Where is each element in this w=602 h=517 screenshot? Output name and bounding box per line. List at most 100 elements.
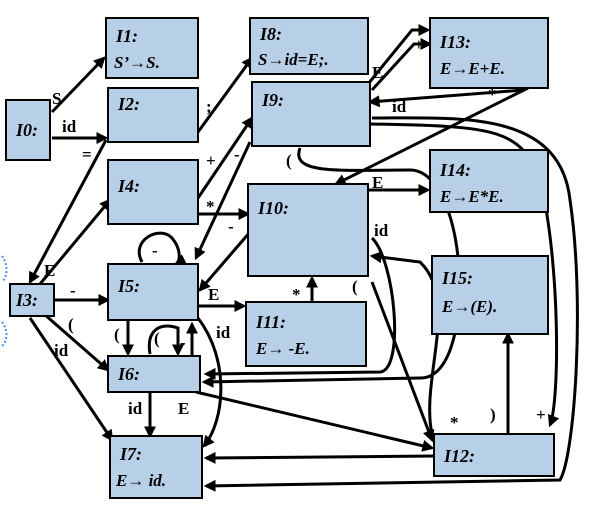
state-label: I2: — [117, 94, 140, 114]
edge-i13-i10 — [333, 86, 529, 186]
state-box — [429, 149, 549, 213]
label-i0-i1: S — [52, 89, 61, 108]
label-i2-i8: ; — [206, 97, 212, 116]
state-box — [107, 87, 199, 143]
selection-cue — [1, 255, 8, 347]
production: E→(E). — [441, 297, 497, 316]
transition-edges — [28, 24, 579, 492]
edge-i3-i6 — [43, 312, 110, 372]
label-i4-i9b: - — [234, 145, 240, 164]
production: E→ id. — [115, 471, 166, 490]
label-i10-paren: ( — [352, 277, 358, 296]
state-i1: I1: S’→S. — [105, 17, 199, 79]
state-box — [431, 255, 549, 335]
state-i3: I3: — [9, 283, 55, 317]
state-box — [249, 17, 369, 75]
edge-i6-i12 — [195, 390, 435, 452]
state-box — [245, 301, 367, 367]
label-i5-i6b: ( — [154, 329, 160, 348]
edge-labels: S id = ; E - ( id + - * - - E ( ( - id i… — [44, 35, 546, 432]
label-i9-i13: E — [372, 63, 383, 82]
label-i3-i7: id — [54, 341, 69, 360]
edge-i0-i1 — [50, 56, 106, 114]
edge-i2-i3 — [28, 139, 108, 285]
state-i6: I6: — [107, 355, 201, 393]
label-i12-plus: + — [536, 405, 546, 424]
state-label: I12: — [443, 446, 475, 466]
state-label: I9: — [261, 90, 284, 110]
state-label: I6: — [117, 364, 140, 384]
state-box — [109, 435, 203, 499]
label-i12-close: ) — [490, 405, 496, 424]
edge-i3-i4 — [38, 198, 112, 285]
state-box — [433, 433, 555, 477]
label-i11-star: * — [292, 285, 301, 304]
state-label: I11: — [255, 312, 286, 332]
label-i6-i12: E — [178, 399, 189, 418]
state-label: I15: — [441, 268, 473, 288]
state-label: I13: — [439, 32, 471, 52]
edge-i5-loop — [137, 231, 188, 266]
label-i2-i3: = — [82, 145, 92, 164]
state-i12: I12: — [433, 433, 555, 477]
edge-i5-i7 — [196, 317, 223, 448]
label-i5-i11: E — [208, 285, 219, 304]
state-i7: I7: E→ id. — [109, 435, 203, 499]
state-label: I5: — [117, 276, 140, 296]
state-i10: I10: — [247, 183, 369, 277]
label-i9-plus: + — [414, 35, 424, 54]
state-i2: I2: — [107, 87, 199, 143]
state-i14: I14: E→E*E. — [429, 149, 549, 213]
edge-i5-i6-b — [147, 324, 184, 357]
label-i3-i4: E — [44, 261, 55, 280]
state-i13: I13: E→E+E. — [429, 17, 549, 89]
production: E→E+E. — [439, 59, 505, 78]
state-box — [429, 17, 549, 89]
state-box — [247, 183, 369, 277]
edge-i12-i7 — [203, 451, 435, 464]
production: S’→S. — [114, 53, 160, 72]
label-i4-i10b: - — [228, 217, 234, 236]
label-i10-id: id — [374, 221, 389, 240]
edge-i9-i13-a — [366, 24, 431, 85]
state-box — [107, 263, 199, 321]
label-i6-i5: - — [180, 333, 186, 352]
state-label: I4: — [117, 176, 140, 196]
label-i5-loop: - — [152, 241, 158, 260]
state-label: I8: — [259, 24, 282, 44]
state-label: I0: — [15, 120, 38, 140]
state-box — [107, 159, 199, 225]
state-label: I3: — [15, 290, 38, 310]
state-i15: I15: E→(E). — [431, 255, 549, 335]
label-i3-i6: ( — [68, 315, 74, 334]
edge-i3-i7 — [28, 317, 114, 442]
state-label: I1: — [115, 26, 138, 46]
state-box — [9, 283, 55, 317]
state-label: I7: — [119, 444, 142, 464]
edge-i9-i13-b — [370, 38, 433, 92]
state-i0: I0: — [5, 99, 51, 161]
label-i4-i10: * — [206, 197, 215, 216]
edge-i13-i9 — [367, 88, 525, 108]
edge-i10-i5 — [198, 231, 252, 292]
production: E→E*E. — [439, 187, 504, 206]
label-i5-i7: id — [216, 323, 231, 342]
state-label: I10: — [257, 198, 289, 218]
state-box — [107, 355, 201, 393]
label-i12-star: * — [450, 413, 459, 432]
state-i9: I9: — [251, 81, 371, 147]
state-i5: I5: — [107, 263, 199, 321]
edge-i9-i5 — [194, 141, 252, 261]
edge-i10-i6 — [203, 236, 397, 380]
label-i6-i7: id — [128, 399, 143, 418]
label-i9-id: id — [392, 97, 407, 116]
state-box — [251, 81, 371, 147]
state-label: I14: — [439, 160, 471, 180]
label-i3-i5: - — [70, 281, 76, 300]
edge-i10-i12 — [370, 281, 435, 443]
production: S→id=E;. — [258, 50, 329, 69]
state-i11: I11: E→ -E. — [245, 301, 367, 367]
state-i4: I4: — [107, 159, 199, 225]
edge-i4-i9 — [196, 116, 254, 199]
